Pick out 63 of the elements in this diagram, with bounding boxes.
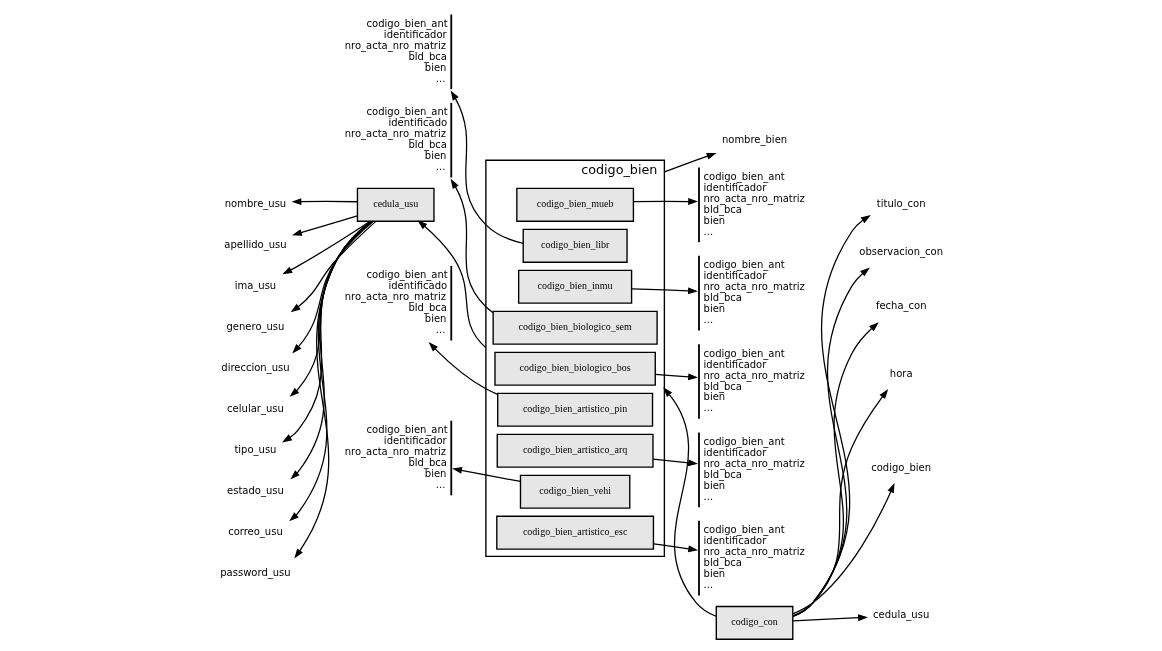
node-text: fecha_con — [875, 300, 926, 312]
node-box: cedula_usu — [356, 187, 435, 222]
node-text: celular_usu — [226, 403, 284, 415]
node-text: apellido_usu — [223, 239, 287, 251]
arrow — [289, 220, 372, 480]
arrow — [791, 389, 888, 617]
arrow — [662, 387, 717, 617]
node-text: correo_usu — [227, 526, 283, 538]
node-box: codigo_bien_artistico_pin — [496, 392, 653, 427]
node-text: codigo_bien_ant identificador nro_acta_nro_matriz bld_bca bien ... — [344, 18, 448, 84]
node-text: codigo_bien_ant identificador nro_acta_nro_matriz bld_bca bien ... — [703, 259, 805, 326]
node-text: observacion_con — [858, 245, 943, 257]
arrow — [289, 220, 373, 397]
arrow — [291, 215, 358, 236]
arrow — [791, 482, 895, 615]
arrow — [288, 220, 371, 522]
node-box: codigo_bien_inmu — [517, 269, 632, 304]
node-text: password_usu — [219, 567, 291, 579]
node-box: codigo_bien_libr — [522, 228, 628, 263]
node-text: ima_usu — [234, 280, 276, 292]
node-text: codigo_bien_ant identificador nro_acta_nro_matriz bld_bca bien ... — [703, 171, 805, 237]
arrow — [428, 342, 498, 395]
node-text: codigo_bien_ant identificado nro_acta_nro_matriz bld_bca bien ... — [344, 106, 448, 173]
node-text: titulo_con — [876, 198, 926, 210]
arrow — [792, 614, 868, 622]
node-text: hora — [889, 367, 913, 379]
arrow — [291, 220, 374, 354]
arrow — [450, 90, 524, 244]
node-box: codigo_con — [715, 605, 793, 640]
node-text: nombre_usu — [224, 198, 286, 210]
arrow — [632, 198, 698, 205]
node-box: codigo_bien_biologico_bos — [493, 351, 656, 386]
node-box: codigo_bien_artistico_esc — [495, 515, 654, 550]
node-box: codigo_bien_artistico_arq — [496, 433, 654, 468]
arrow — [417, 220, 486, 349]
node-text: estado_usu — [226, 485, 284, 497]
arrow — [281, 220, 371, 275]
arrow — [451, 467, 521, 483]
node-text: codigo_bien_ant identificador nro_acta_nro_matriz bld_bca bien ... — [703, 347, 805, 414]
arrow — [291, 198, 358, 206]
arrow — [450, 178, 494, 314]
node-box: codigo_bien_vehi — [519, 474, 630, 509]
node-text: codigo_bien — [870, 461, 931, 473]
node-text: nombre_bien — [721, 133, 787, 145]
arrow — [652, 458, 698, 467]
node-text: codigo_bien_ant identificado nro_acta_nro_matriz bld_bca bien ... — [344, 269, 448, 336]
arrow — [630, 287, 698, 295]
arrow — [791, 322, 879, 617]
node-box: codigo_bien_biologico_sem — [491, 310, 658, 345]
arrow — [293, 220, 371, 559]
node-text: cedula_usu — [872, 609, 929, 621]
arrow — [663, 153, 717, 173]
node-text: tipo_usu — [233, 444, 276, 456]
node-box: codigo_bien_mueb — [515, 187, 634, 222]
arrow — [654, 373, 698, 381]
node-text: genero_usu — [226, 321, 284, 333]
arrow — [281, 220, 372, 443]
node-text: codigo_bien_ant identificador nro_acta_nro_matriz bld_bca bien ... — [703, 524, 805, 591]
node-text: direccion_usu — [220, 362, 290, 374]
arrow — [652, 543, 698, 553]
arrow — [290, 220, 376, 313]
node-text: codigo_bien_ant identificador nro_acta_nro_matriz bld_bca bien ... — [703, 436, 805, 502]
node-text: codigo_bien_ant identificador nro_acta_nro_matriz bld_bca bien ... — [344, 424, 448, 490]
